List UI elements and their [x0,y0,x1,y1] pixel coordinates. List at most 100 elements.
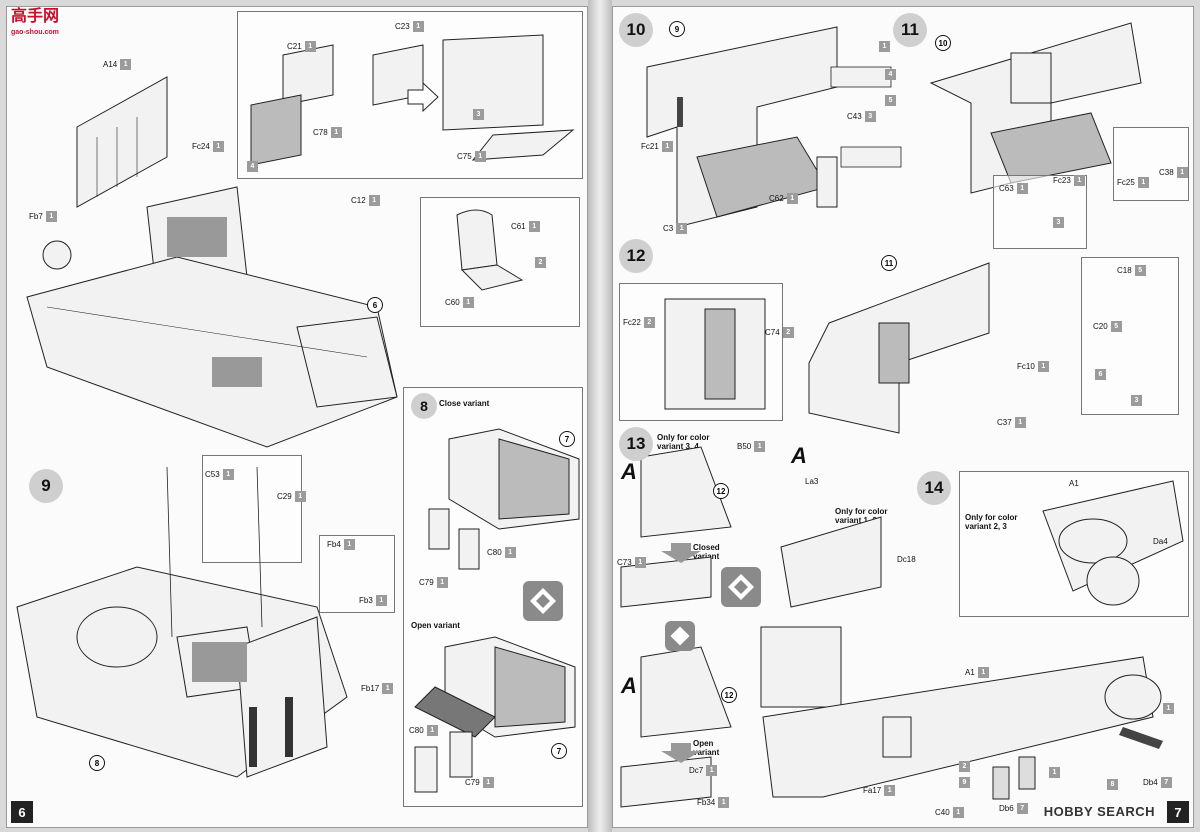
fb-bracket-frame [319,535,395,613]
hobby-search-watermark: HOBBY SEARCH [1043,804,1155,819]
subassembly-ref: 12 [713,483,729,499]
part-label: Dc18 [897,555,916,564]
subassembly-ref: 7 [551,743,567,759]
variant-letter: A [791,443,807,468]
variant-letter: A [621,673,637,698]
step-number: 13 [619,427,653,461]
step8-close-caption: Close variant [439,399,490,408]
step13-drawing [620,446,882,808]
c20-detail-frame [1081,257,1179,415]
page-number: 7 [1167,801,1189,823]
variant-letter: A [621,459,637,484]
qty-tag: 1 [879,41,890,52]
subassembly-ref: 9 [669,21,685,37]
subassembly-ref: 11 [881,255,897,271]
variant-symbol-icon [523,581,563,621]
qty-tag: 9 [959,777,970,788]
c63-detail-frame [993,175,1087,249]
subassembly-ref: 6 [367,297,383,313]
part-label: La3 [805,477,819,486]
step12-drawing [808,262,990,434]
step-number: 8 [411,393,437,419]
hull-side-drawing [762,656,1163,800]
variant-symbol-icon [721,567,761,607]
step13-open-caption: Open variant [693,739,720,757]
step13-closed-caption: Closed variant [693,543,720,561]
part-label: Da4 [1153,537,1168,546]
page-number: 6 [11,801,33,823]
step-number: 11 [893,13,927,47]
subassembly-ref: 7 [559,431,575,447]
step13-note-variant-3-4: Only for color variant 3, 4 [657,433,710,451]
step13-note-variant-1-2: Only for color variant 1, 2 [835,507,888,525]
qty-tag: 4 [247,161,258,172]
qty-tag: 4 [885,69,896,80]
qty-tag: 8 [1107,779,1118,790]
hull-lower-drawing [16,466,348,778]
step-number: 10 [619,13,653,47]
qty-tag: 5 [885,95,896,106]
ammo-rack-drawing [250,34,575,166]
instruction-page-right: Only for color variant 3, 4 A A A Only f… [612,6,1194,828]
subassembly-ref: 12 [721,687,737,703]
fc25-detail-frame [1113,127,1189,201]
qty-tag: 3 [473,109,484,120]
step12-detail-drawing [664,298,766,410]
seat-detail-frame [420,197,580,327]
qty-tag: 1 [1049,767,1060,778]
subassembly-ref: 10 [935,35,951,51]
qty-tag: 2 [959,761,970,772]
variant-symbol-icon [665,621,695,651]
qty-tag: 6 [1095,369,1106,380]
qty-tag: 3 [1131,395,1142,406]
step8-open-caption: Open variant [411,621,460,630]
step-number: 12 [619,239,653,273]
step14-detail-drawing [1042,480,1184,606]
step10-drawing [646,26,838,228]
qty-tag: 2 [535,257,546,268]
part-label: A1 [1069,479,1079,488]
hull-upper-drawing [26,76,398,448]
step-number: 9 [29,469,63,503]
c43-parts-drawing [830,66,902,168]
seat-drawing [456,209,524,291]
